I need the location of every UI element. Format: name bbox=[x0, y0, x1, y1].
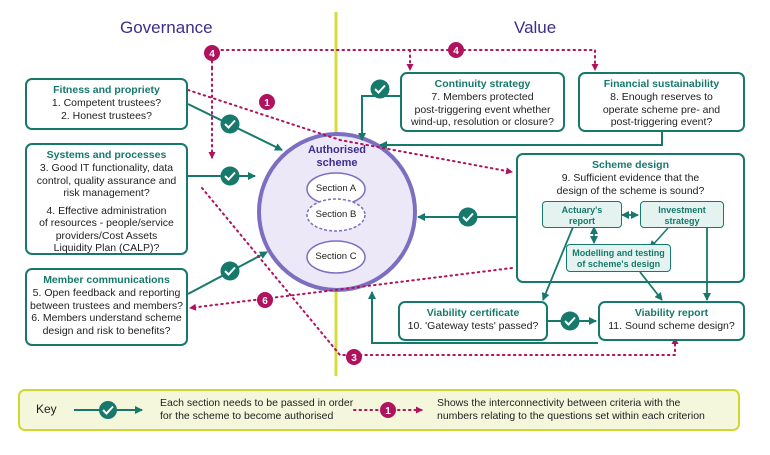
continuity-title: Continuity strategy bbox=[434, 78, 531, 90]
question-7-line1: 7. Members protected bbox=[431, 91, 534, 103]
svg-text:3: 3 bbox=[351, 353, 357, 364]
section-c-label: Section C bbox=[315, 251, 357, 262]
question-4-line1: 4. Effective administration bbox=[46, 204, 167, 217]
tick-icon bbox=[458, 207, 478, 227]
actuary-to-cert-arrow bbox=[541, 226, 574, 301]
question-1: 1. Competent trustees? bbox=[51, 97, 162, 109]
member-title: Member communications bbox=[43, 274, 170, 286]
section-c-oval bbox=[306, 240, 366, 274]
continuity-to-circle-arrow bbox=[358, 95, 380, 141]
badge-4-left: 4 bbox=[204, 45, 220, 61]
tick-icon bbox=[220, 114, 240, 134]
viability-certificate-box: Viability certificate 10. 'Gateway tests… bbox=[398, 301, 548, 341]
question-8-line2: operate scheme pre- and bbox=[602, 103, 721, 116]
actuary-report-line2: report bbox=[568, 216, 595, 226]
question-3-line1: 3. Good IT functionality, data bbox=[39, 162, 174, 174]
modelling-to-report-arrow bbox=[639, 271, 663, 301]
key-label: Key bbox=[36, 402, 57, 416]
key-tick-description: Each section needs to be passed in order… bbox=[160, 397, 353, 423]
tick-icon bbox=[99, 401, 117, 419]
svg-text:1: 1 bbox=[385, 406, 391, 417]
scheme-design-box: Scheme design 9. Sufficient evidence tha… bbox=[516, 153, 745, 283]
authorised-scheme-title-line2: scheme bbox=[316, 157, 358, 169]
connector-1-line bbox=[187, 89, 513, 175]
question-8-line3: post-triggering event? bbox=[610, 116, 713, 128]
modelling-testing-box: Modelling and testing of scheme's design bbox=[566, 244, 671, 272]
svg-text:1: 1 bbox=[264, 98, 270, 109]
question-3-line2: control, quality assurance and bbox=[36, 174, 177, 187]
financial-to-circle-arrow bbox=[379, 132, 663, 149]
connector-4-line bbox=[211, 49, 599, 71]
key-tick-line1: Each section needs to be passed in order bbox=[160, 397, 354, 409]
question-4-line2: of resources - people/service bbox=[39, 217, 174, 229]
key-tick-arrow bbox=[74, 401, 143, 419]
question-9-line2: design of the scheme is sound? bbox=[556, 184, 705, 197]
continuity-strategy-box: Continuity strategy 7. Members protected… bbox=[400, 72, 565, 132]
key-tick-line2: for the scheme to become authorised bbox=[160, 410, 334, 422]
tick-icon bbox=[220, 166, 240, 186]
badge-4-right: 4 bbox=[448, 42, 464, 58]
question-4-line4: Liquidity Plan (CALP)? bbox=[53, 242, 160, 254]
fitness-propriety-box: Fitness and propriety 1. Competent trust… bbox=[25, 78, 188, 130]
viability-report-title: Viability report bbox=[634, 307, 709, 319]
modelling-testing-line2: of scheme's design bbox=[576, 259, 661, 269]
authorised-scheme-title: Authorised scheme bbox=[297, 144, 377, 170]
question-11: 11. Sound scheme design? bbox=[608, 320, 735, 332]
section-b-label: Section B bbox=[315, 209, 357, 220]
viability-report-box: Viability report 11. Sound scheme design… bbox=[598, 301, 745, 341]
question-6-line2: design and risk to benefits? bbox=[42, 324, 171, 337]
connector-3-line bbox=[201, 187, 679, 356]
investment-strategy-line2: strategy bbox=[664, 216, 700, 226]
question-9-line1: 9. Sufficient evidence that the bbox=[561, 172, 700, 184]
governance-heading: Governance bbox=[120, 18, 213, 37]
connector-6-line bbox=[189, 267, 513, 311]
badge-6: 6 bbox=[257, 292, 273, 308]
design-title: Scheme design bbox=[591, 159, 670, 171]
svg-text:4: 4 bbox=[453, 46, 459, 57]
key-dotted-arrow: 1 bbox=[353, 402, 423, 418]
member-communications-box: Member communications 5. Open feedback a… bbox=[25, 268, 188, 346]
viability-to-circle-arrow bbox=[368, 291, 598, 344]
question-2: 2. Honest trustees? bbox=[60, 109, 153, 122]
key-dotted-line2: numbers relating to the questions set wi… bbox=[437, 410, 705, 422]
svg-text:6: 6 bbox=[262, 296, 268, 307]
badge-3: 3 bbox=[346, 349, 362, 365]
financial-title: Financial sustainability bbox=[603, 78, 720, 90]
viability-cert-title: Viability certificate bbox=[426, 307, 520, 319]
section-b-oval bbox=[306, 198, 366, 232]
value-heading: Value bbox=[514, 18, 557, 37]
question-3-line3: risk management? bbox=[63, 187, 150, 199]
question-5-line2: between trustees and members? bbox=[30, 299, 183, 312]
key-dotted-line1: Shows the interconnectivity between crit… bbox=[437, 397, 681, 409]
question-5-line1: 5. Open feedback and reporting bbox=[32, 287, 181, 299]
question-7-line2: post-triggering event whether bbox=[414, 103, 551, 116]
investment-strategy-line1: Investment bbox=[658, 205, 706, 215]
investment-strategy-box: Investment strategy bbox=[640, 201, 724, 228]
modelling-testing-line1: Modelling and testing bbox=[572, 248, 665, 258]
tick-icon bbox=[370, 79, 390, 99]
question-10: 10. 'Gateway tests' passed? bbox=[407, 320, 539, 332]
tick-icon bbox=[220, 261, 240, 281]
question-7-line3: wind-up, resolution or closure? bbox=[411, 116, 554, 128]
svg-text:4: 4 bbox=[209, 49, 215, 60]
fitness-title: Fitness and propriety bbox=[53, 84, 160, 96]
tick-icon bbox=[560, 311, 580, 331]
key-dotted-description: Shows the interconnectivity between crit… bbox=[437, 397, 705, 423]
section-a-label: Section A bbox=[315, 183, 357, 194]
financial-sustainability-box: Financial sustainability 8. Enough reser… bbox=[578, 72, 745, 132]
authorised-scheme-title-line1: Authorised bbox=[307, 144, 367, 156]
actuary-report-box: Actuary's report bbox=[542, 201, 622, 228]
badge-1: 1 bbox=[259, 94, 275, 110]
actuary-report-line1: Actuary's bbox=[561, 205, 603, 215]
systems-processes-box: Systems and processes 3. Good IT functio… bbox=[25, 143, 188, 255]
systems-title: Systems and processes bbox=[46, 149, 167, 161]
question-4-line3: providers/Cost Assets bbox=[55, 229, 158, 242]
key-badge: 1 bbox=[380, 402, 396, 418]
question-6-line1: 6. Members understand scheme bbox=[31, 312, 182, 324]
question-8-line1: 8. Enough reserves to bbox=[610, 91, 713, 103]
